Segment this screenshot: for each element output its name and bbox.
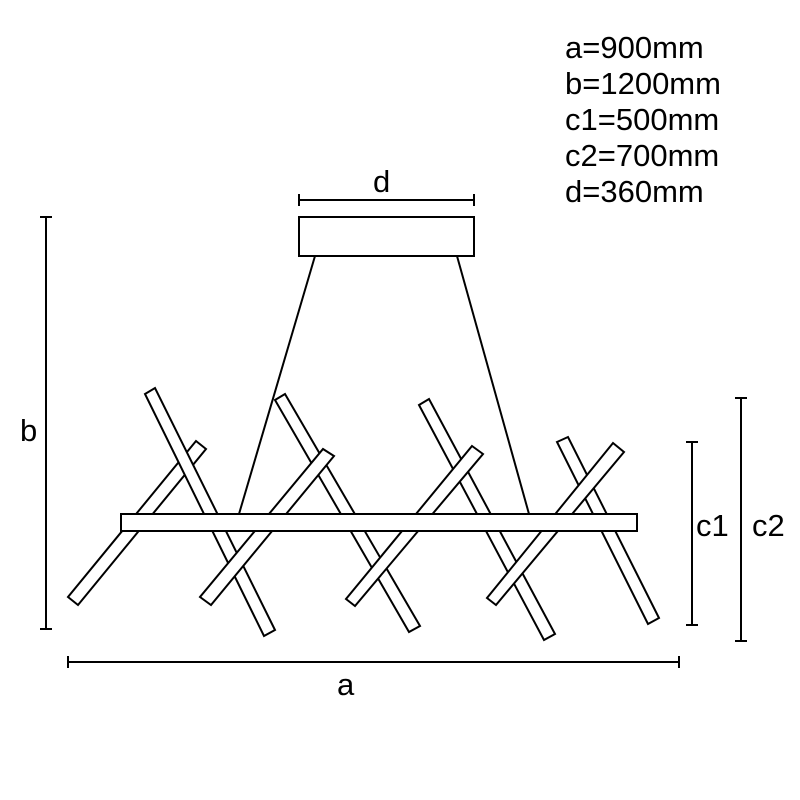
label-c2: c2 <box>752 508 785 543</box>
dimension-line-c1 <box>686 441 698 626</box>
horizontal-light-bar <box>120 513 638 532</box>
dimension-line-d <box>298 194 475 206</box>
suspension-wire-right <box>456 255 530 515</box>
dimension-line-b <box>40 216 52 630</box>
label-a: a <box>337 667 355 702</box>
dimension-line-a <box>67 656 680 668</box>
ceiling-canopy <box>298 216 475 257</box>
light-bar-1 <box>143 386 277 638</box>
label-d: d <box>373 164 391 199</box>
dimension-spec-list: a=900mm b=1200mm c1=500mm c2=700mm d=360… <box>565 30 721 210</box>
spec-a: a=900mm <box>565 30 704 65</box>
label-b: b <box>20 413 38 448</box>
spec-c2: c2=700mm <box>565 138 720 173</box>
spec-b: b=1200mm <box>565 66 721 101</box>
spec-d: d=360mm <box>565 174 704 209</box>
spec-c1: c1=500mm <box>565 102 720 137</box>
dimension-line-c2 <box>735 397 747 642</box>
suspension-wire-left <box>238 255 316 515</box>
label-c1: c1 <box>696 508 729 543</box>
